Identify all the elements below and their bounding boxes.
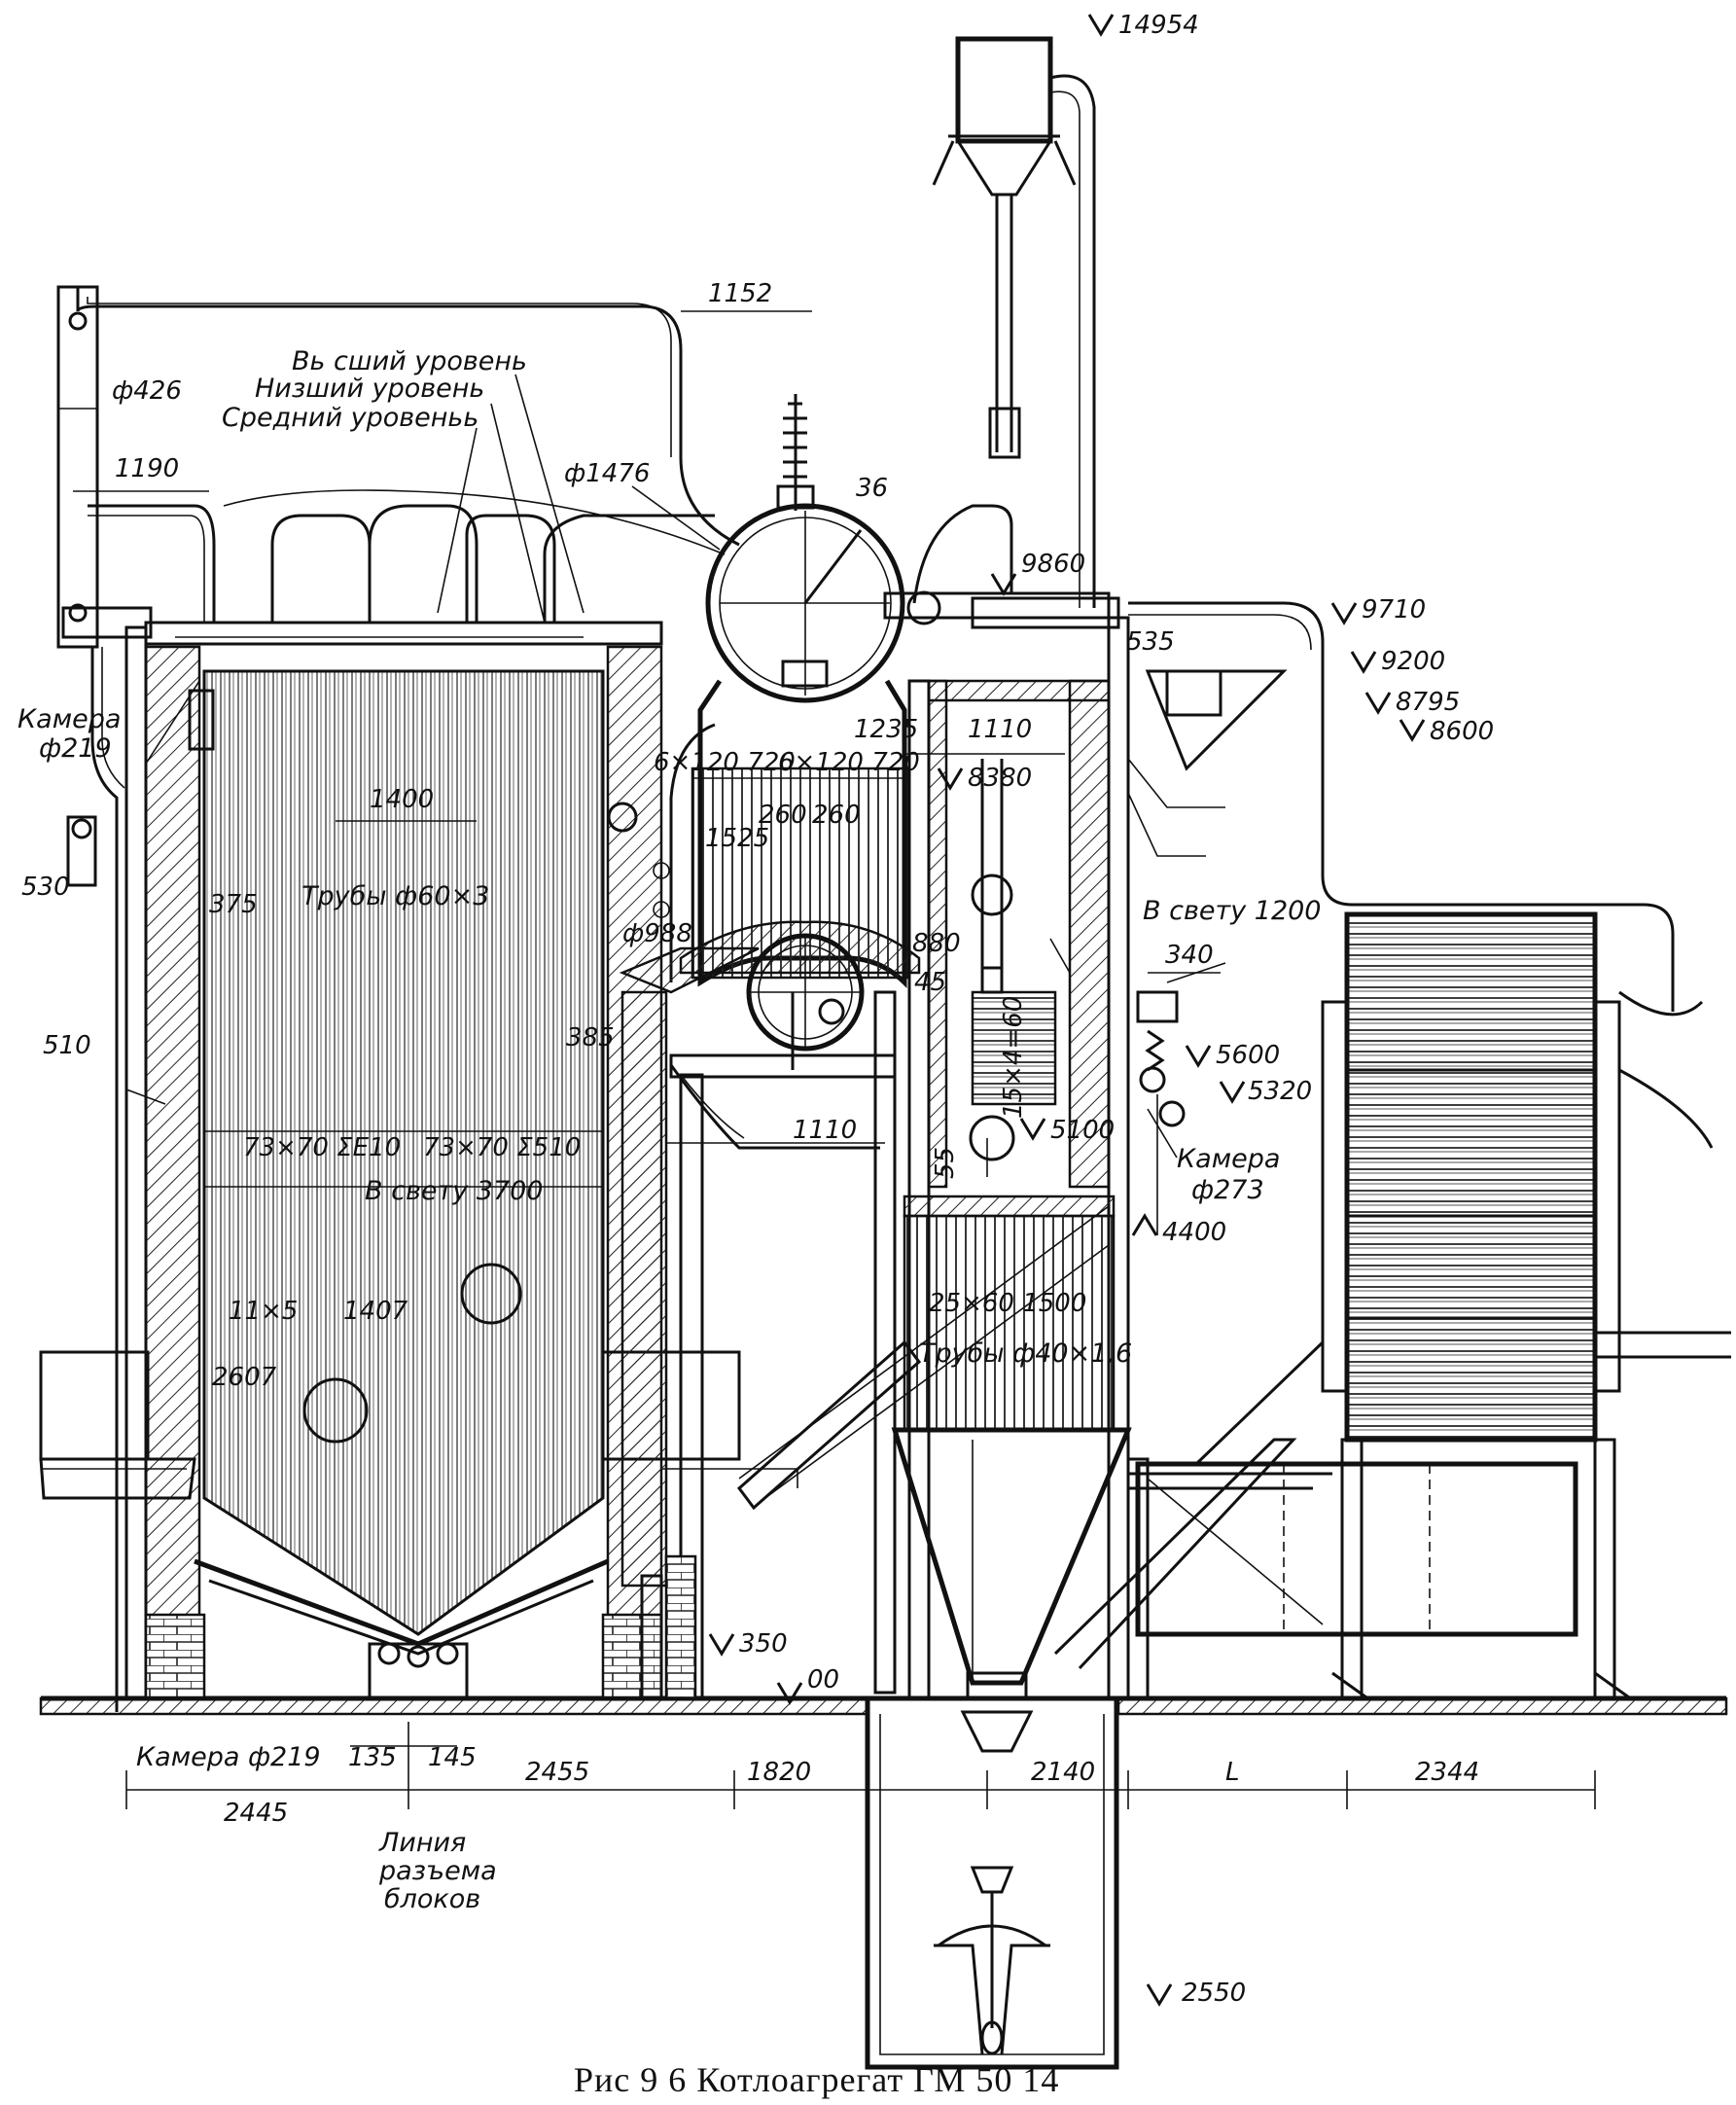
label-low-level: Низший уровень bbox=[255, 374, 484, 404]
dim-530: 530 bbox=[21, 873, 70, 902]
dim-36: 36 bbox=[856, 474, 888, 503]
dim-d1476: ф1476 bbox=[564, 459, 650, 488]
dim-340: 340 bbox=[1165, 941, 1214, 970]
label-split-line-3: блоков bbox=[384, 1884, 480, 1914]
elev-9200: 9200 bbox=[1381, 647, 1445, 676]
dim-1190: 1190 bbox=[115, 454, 179, 483]
elev-5100: 5100 bbox=[1050, 1116, 1115, 1145]
label-split-line-1: Линия bbox=[378, 1828, 466, 1858]
leader-lines bbox=[125, 374, 1226, 1159]
elev-2550: 2550 bbox=[1182, 1979, 1246, 2008]
dim-510: 510 bbox=[43, 1031, 91, 1060]
elev-8795: 8795 bbox=[1396, 688, 1460, 717]
dim-d988: ф988 bbox=[622, 919, 692, 948]
dim-260b: 260 bbox=[812, 801, 861, 830]
label-clear-1200: В свету 1200 bbox=[1143, 896, 1321, 926]
superheater bbox=[969, 759, 1057, 1161]
label-mid-level: Средний уровеньь bbox=[222, 403, 478, 433]
dim-11x5: 11×5 bbox=[229, 1297, 298, 1326]
dim-55: 55 bbox=[931, 1147, 960, 1179]
label-chamber-left: Камера bbox=[18, 704, 121, 734]
dimension-values: ф426 1190 1152 ф1476 36 1235 1110 6×120 … bbox=[21, 279, 1479, 1828]
label-top-level: Вь сший уровень bbox=[292, 346, 527, 376]
middle-gas-pass bbox=[619, 946, 897, 1700]
dim-145: 145 bbox=[428, 1743, 477, 1772]
dim-880: 880 bbox=[912, 929, 961, 958]
dim-1110-top: 1110 bbox=[968, 715, 1032, 744]
label-chamber-bottom: Камера ф219 bbox=[136, 1742, 321, 1772]
furnace-burners bbox=[302, 802, 638, 1444]
steam-drum bbox=[705, 394, 905, 703]
dim-25x60: 25×60 1500 bbox=[929, 1289, 1086, 1318]
dim-L: L bbox=[1225, 1758, 1240, 1787]
elev-5320: 5320 bbox=[1248, 1077, 1312, 1106]
dim-2445: 2445 bbox=[224, 1799, 288, 1828]
figure-caption: Рис 9 6 Котлоагрегат ГМ 50 14 bbox=[574, 2060, 1059, 2099]
dim-2607: 2607 bbox=[212, 1363, 277, 1392]
elev-9860: 9860 bbox=[1021, 550, 1085, 579]
dim-135: 135 bbox=[348, 1743, 397, 1772]
dim-2344: 2344 bbox=[1415, 1758, 1479, 1787]
furnace-wall-left bbox=[144, 645, 206, 1699]
label-tubes-60: Трубы ф60×3 bbox=[301, 881, 489, 911]
dim-385: 385 bbox=[566, 1023, 615, 1052]
cyclone-separator bbox=[932, 36, 1096, 608]
dim-535: 535 bbox=[1126, 627, 1175, 657]
dim-1110-mid: 1110 bbox=[793, 1116, 857, 1145]
dim-1407: 1407 bbox=[343, 1297, 408, 1326]
dimension-lines bbox=[58, 310, 1596, 1809]
furnace-hopper bbox=[194, 1558, 609, 1699]
lower-drum bbox=[679, 920, 921, 1070]
elev-00: 00 bbox=[807, 1665, 839, 1695]
left-risers bbox=[76, 287, 740, 623]
external-downcomer bbox=[66, 647, 215, 1712]
dim-vert-pitch: 15×4=60 bbox=[999, 996, 1028, 1119]
ash-pit bbox=[865, 1698, 1119, 2070]
dim-375: 375 bbox=[209, 890, 258, 919]
elevation-markers bbox=[708, 14, 1426, 2007]
economiser bbox=[891, 1195, 1132, 1753]
label-chamber-273-dia: ф273 bbox=[1191, 1175, 1264, 1205]
second-pass-casing bbox=[883, 591, 1130, 1699]
dim-1525: 1525 bbox=[705, 824, 769, 853]
steam-outlet-pipe bbox=[906, 504, 1675, 1012]
dim-grid-left: 73×70 ΣЕ10 bbox=[243, 1133, 401, 1162]
dim-2140: 2140 bbox=[1031, 1758, 1095, 1787]
elev-8380: 8380 bbox=[968, 764, 1032, 793]
blowdown-coil bbox=[1136, 990, 1186, 1235]
elev-9710: 9710 bbox=[1362, 595, 1426, 624]
dim-45: 45 bbox=[914, 968, 946, 997]
label-clear-3700: В свету 3700 bbox=[365, 1176, 543, 1206]
dim-grid-right: 73×70 Σ510 bbox=[423, 1133, 581, 1162]
elevation-values: 14954 9860 9710 9200 8795 8600 8380 5600… bbox=[739, 11, 1494, 2008]
air-heater bbox=[1321, 911, 1731, 1443]
left-column bbox=[56, 285, 148, 1699]
furnace-top-header bbox=[61, 606, 663, 646]
dim-1400: 1400 bbox=[370, 785, 434, 814]
dim-d426: ф426 bbox=[112, 376, 182, 406]
dim-pitch-left: 6×120 720 bbox=[654, 748, 796, 777]
dim-260a: 260 bbox=[759, 801, 807, 830]
dim-1152: 1152 bbox=[708, 279, 772, 308]
dim-pitch-right: 6×120 720 bbox=[778, 748, 920, 777]
elev-14954: 14954 bbox=[1118, 11, 1199, 40]
dim-1820: 1820 bbox=[747, 1758, 811, 1787]
label-tubes-40: Трубы ф40×1,6 bbox=[919, 1338, 1132, 1369]
elev-4400: 4400 bbox=[1162, 1218, 1226, 1247]
label-chamber-left-dia: ф219 bbox=[39, 733, 112, 764]
dim-2455: 2455 bbox=[525, 1758, 589, 1787]
elev-350: 350 bbox=[739, 1629, 788, 1659]
elev-8600: 8600 bbox=[1430, 717, 1494, 746]
label-chamber-273: Камера bbox=[1177, 1144, 1280, 1174]
air-heater-duct bbox=[1126, 1340, 1630, 1699]
label-split-line-2: разъема bbox=[378, 1856, 497, 1886]
elev-5600: 5600 bbox=[1216, 1041, 1280, 1070]
gas-duct-diagonal bbox=[736, 669, 1288, 1511]
ground-line bbox=[39, 1695, 1728, 1716]
text-labels: Вь сший уровень Низший уровень Средний у… bbox=[18, 346, 1321, 1914]
furnace-tubes bbox=[202, 669, 605, 1636]
dim-1235: 1235 bbox=[854, 715, 918, 744]
